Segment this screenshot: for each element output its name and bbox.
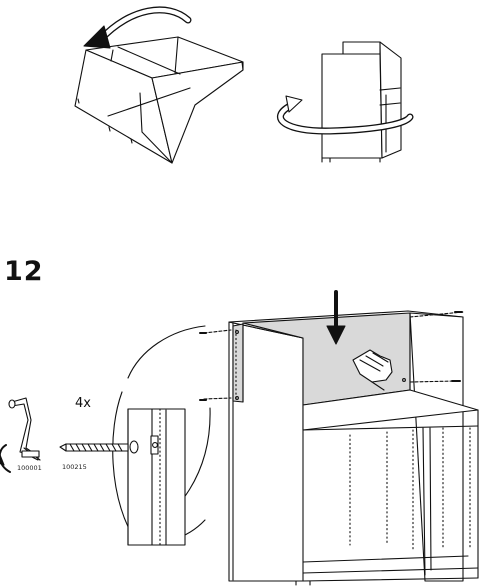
- step-number: 12: [4, 256, 44, 287]
- quantity-label: 4x: [75, 396, 91, 411]
- down-arrow-icon: [326, 290, 346, 345]
- rotate-around-arrow-icon: [277, 95, 414, 135]
- part-number-allen-key: 100001: [17, 464, 42, 472]
- cam-bolt-icon: [59, 440, 139, 454]
- turn-direction-icon: [0, 444, 11, 473]
- cabinet-upright-illustration: [321, 41, 402, 163]
- hand-push-icon: [352, 349, 393, 391]
- part-number-cam-bolt: 100215: [62, 463, 87, 471]
- allen-key-icon: [8, 397, 41, 461]
- detail-callout: [59, 325, 211, 546]
- cabinet-tipping-illustration: [74, 36, 244, 164]
- rotate-tip-arrow-icon: [83, 6, 192, 49]
- cabinet-main-illustration: [199, 310, 479, 586]
